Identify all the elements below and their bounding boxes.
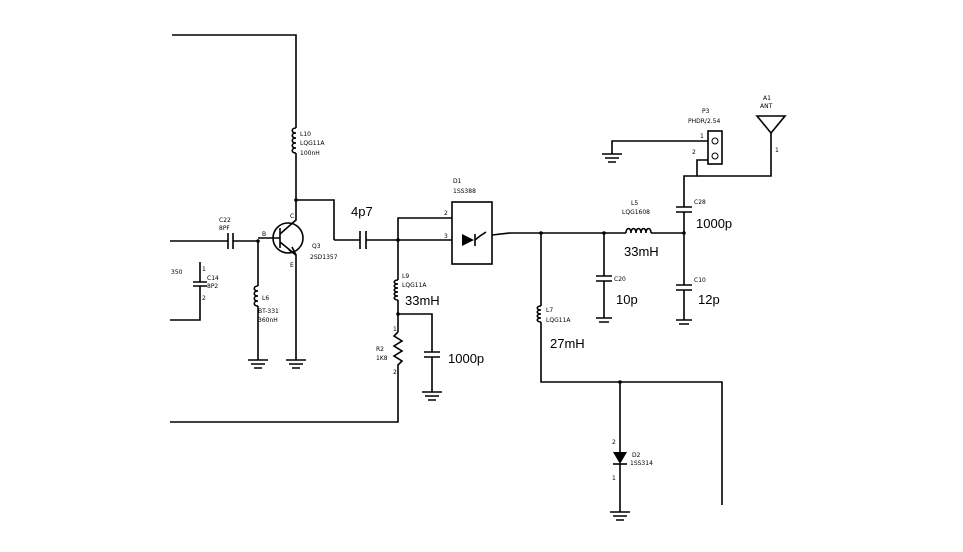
c14-value: 8P2 (207, 283, 218, 290)
q3-pin-b: B (262, 231, 266, 238)
inductor-l5: L5 LQG1608 33mH (622, 200, 684, 259)
q3-pin-c: C (290, 213, 294, 220)
capacitor-1000p-a: 1000p (422, 340, 484, 401)
capacitor-c22: C22 8PF (219, 217, 258, 249)
r2-value: 1K8 (376, 355, 388, 362)
d1-part: 1SS388 (453, 188, 476, 195)
c-10p-label: 10p (616, 292, 638, 307)
d1-pin2-wire (397, 217, 452, 240)
l10-ref: L10 (300, 131, 311, 138)
inductor-l6: L6 BT-331 360nH (253, 241, 279, 360)
capacitor-12p: C10 12p (676, 233, 720, 325)
l6-value: 360nH (258, 317, 278, 324)
l5-ref: L5 (631, 200, 638, 207)
d2-pin1: 1 (612, 475, 616, 482)
wire-to-1000p-a (398, 313, 433, 340)
c-1000p-a-label: 1000p (448, 351, 484, 366)
transistor-q3: C B E Q3 2SD1357 (258, 200, 338, 360)
p3-pin2: 2 (692, 149, 696, 156)
l7-part: LQG11A (546, 317, 571, 324)
r2-pin2: 2 (393, 369, 397, 376)
ground-l6 (248, 359, 268, 369)
q3-pin-e: E (290, 262, 294, 269)
capacitor-4p7: 4p7 (351, 204, 452, 249)
antenna-a1: A1 ANT 1 (697, 95, 787, 177)
capacitor-10p: C20 10p (596, 233, 638, 323)
l10-value: 100nH (300, 150, 320, 157)
a1-pin1: 1 (775, 147, 779, 154)
d2-part: 1SS314 (630, 460, 653, 467)
l7-ref: L7 (546, 307, 553, 314)
c-1000p-b-label: 1000p (696, 216, 732, 231)
p3-part: PHDR/2.54 (688, 118, 720, 125)
inductor-l9: L9 LQG11A 33mH (393, 240, 440, 332)
supply-line (172, 34, 297, 128)
p3-pin1: 1 (700, 133, 704, 140)
c22-value: 8PF (219, 225, 230, 232)
c28-ref: C28 (694, 199, 706, 206)
c10-ref: C10 (694, 277, 706, 284)
a1-ref: A1 (763, 95, 771, 102)
l-33mH-b-label: 33mH (624, 244, 659, 259)
left-cut-label: 350 (171, 269, 183, 276)
d2-ref: D2 (632, 452, 641, 459)
capacitor-1000p-b: C28 1000p (676, 159, 732, 233)
connector-p3: P3 PHDR/2.54 1 2 (602, 108, 723, 165)
capacitor-c14: C14 8P2 1 2 350 (170, 262, 219, 321)
l9-ref: L9 (402, 273, 409, 280)
diode-d1: D1 1SS388 2 3 (444, 178, 511, 265)
d1-ref: D1 (453, 178, 462, 185)
c14-ref: C14 (207, 275, 219, 282)
collector-wire (296, 199, 335, 240)
p3-ref: P3 (702, 108, 710, 115)
c20-ref: C20 (614, 276, 626, 283)
a1-part: ANT (760, 103, 773, 110)
c-4p7-label: 4p7 (351, 204, 373, 219)
c22-ref: C22 (219, 217, 231, 224)
q3-ref: Q3 (312, 243, 321, 250)
l6-part: BT-331 (258, 308, 279, 315)
r2-ref: R2 (376, 346, 384, 353)
l5-part: LQG1608 (622, 209, 650, 216)
l-27mH-label: 27mH (550, 336, 585, 351)
inductor-l10: L10 LQG11A 100nH (291, 127, 325, 200)
c14-pin2: 2 (202, 295, 206, 302)
ground-emitter (286, 359, 306, 369)
l9-part: LQG11A (402, 282, 427, 289)
r2-pin1: 1 (393, 326, 397, 333)
d2-pin2: 2 (612, 439, 616, 446)
resistor-r2: R2 1K8 1 2 (170, 326, 404, 423)
l-33mH-a-label: 33mH (405, 293, 440, 308)
d1-pin2: 2 (444, 210, 448, 217)
diode-d2: D2 1SS314 2 1 (610, 382, 653, 521)
l10-part: LQG11A (300, 140, 325, 147)
inductor-l7: L7 LQG11A 27mH (536, 233, 723, 505)
d1-pin3: 3 (444, 233, 448, 240)
c14-pin1: 1 (202, 266, 206, 273)
c-12p-label: 12p (698, 292, 720, 307)
q3-part: 2SD1357 (310, 254, 338, 261)
l6-ref: L6 (262, 295, 269, 302)
